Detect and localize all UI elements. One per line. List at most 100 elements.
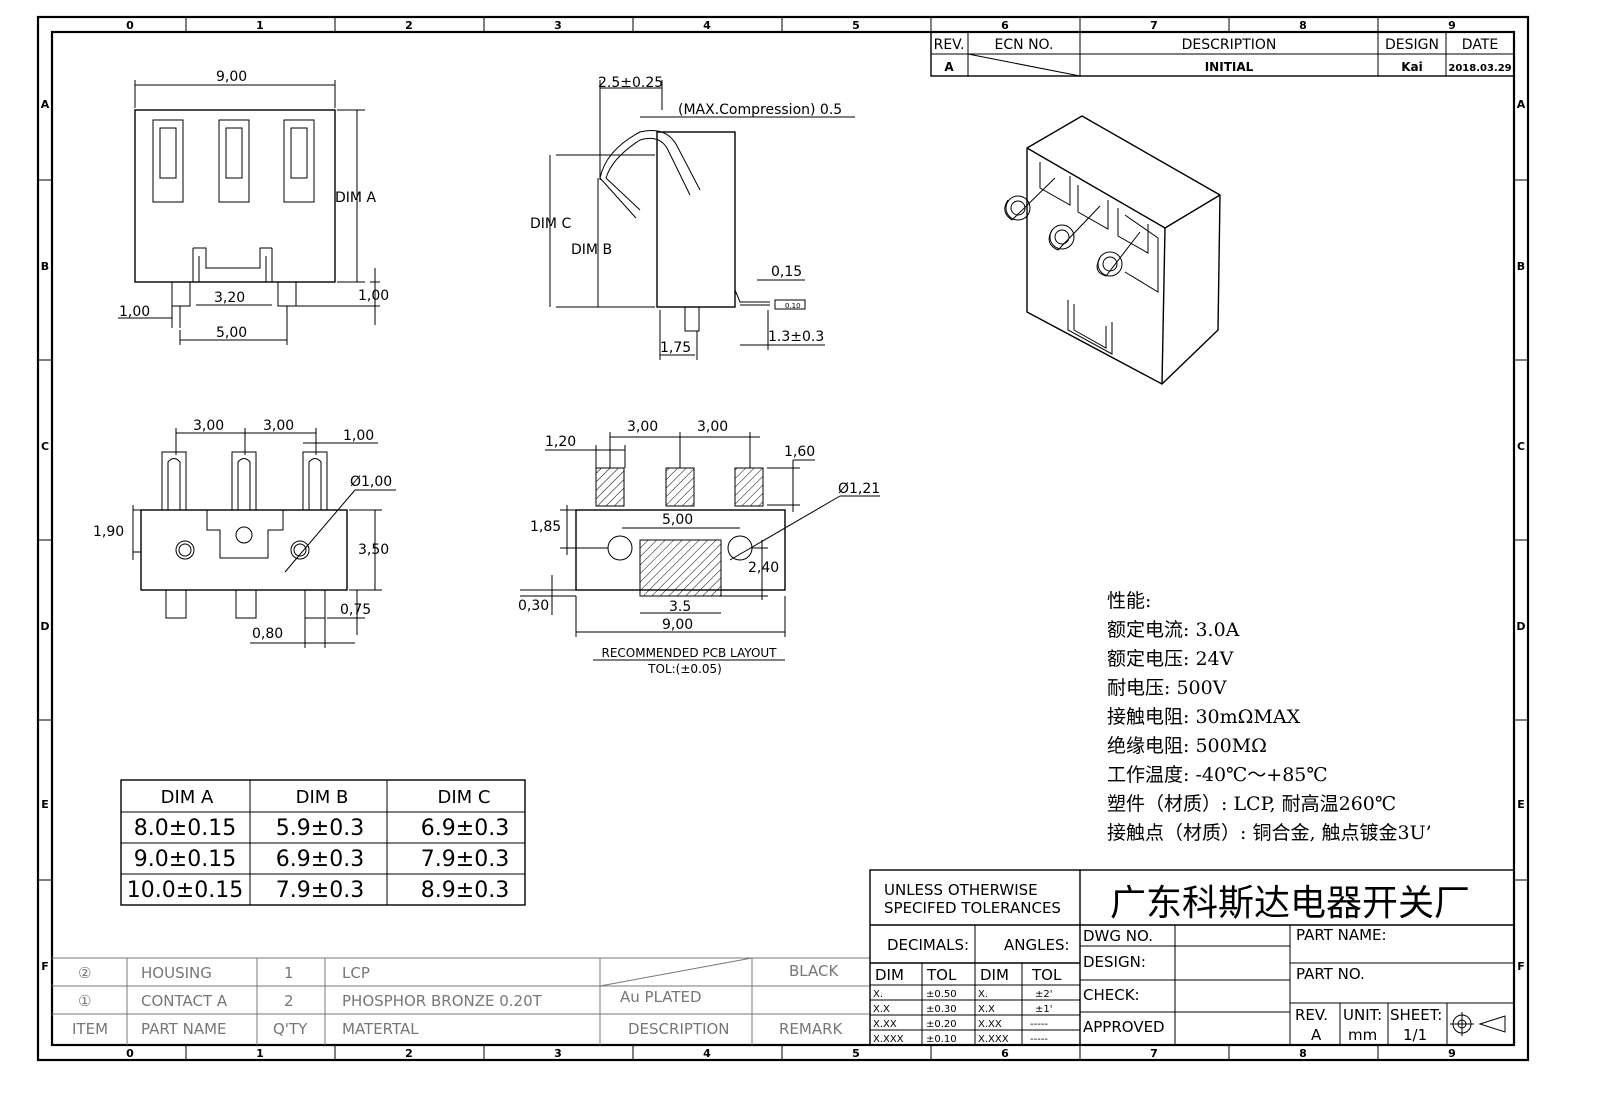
col-label: 2	[405, 19, 413, 32]
tol-col-label: TOL	[926, 966, 957, 984]
col-label: 6	[1001, 1047, 1009, 1060]
unit-value: mm	[1348, 1026, 1377, 1044]
row-label: B	[1517, 260, 1525, 273]
bom-part-name: CONTACT A	[141, 992, 228, 1010]
dwg-no-label: DWG NO.	[1083, 927, 1153, 945]
date-header: DATE	[1462, 37, 1498, 53]
col-label: 4	[703, 1047, 711, 1060]
dim-table-cell: 5.9±0.3	[276, 816, 364, 841]
angle-tol: -----	[1030, 1034, 1048, 1045]
bom-qty: 1	[284, 964, 294, 982]
tolerance-note-1: UNLESS OTHERWISE	[884, 881, 1038, 899]
dim-500: 5,00	[216, 325, 247, 341]
front-view: 9,00 DIM A 3,20 1,00 1,00 5,00	[118, 69, 389, 345]
col-label: 5	[852, 1047, 860, 1060]
dim-phi100: Ø1,00	[350, 474, 392, 490]
part-no-label: PART NO.	[1296, 965, 1365, 983]
dim-320: 3,20	[214, 290, 245, 306]
angle-dim: X.XX	[978, 1019, 1002, 1030]
angle-dim: X.	[978, 989, 988, 1000]
pcb-dim-300-a: 3,00	[627, 419, 658, 435]
dim-table-cell: 7.9±0.3	[276, 878, 364, 903]
dim-table-header: DIM B	[296, 787, 349, 808]
side-view: 2.5±0.25 (MAX.Compression) 0.5 DIM C DIM…	[530, 75, 855, 360]
decimals-label: DECIMALS:	[887, 936, 969, 954]
bom-item: ②	[78, 964, 91, 982]
tol-col-label: TOL	[1031, 966, 1062, 984]
pcb-dim-900: 9,00	[662, 617, 693, 633]
angle-dim: X.X	[978, 1004, 995, 1015]
tolerance-note-2: SPECIFED TOLERANCES	[884, 899, 1061, 917]
pcb-caption: RECOMMENDED PCB LAYOUT	[601, 646, 777, 660]
row-label: F	[1517, 960, 1525, 973]
decimal-dim: X.XX	[873, 1019, 897, 1030]
dim-table-cell: 8.9±0.3	[421, 878, 509, 903]
bom-header-description: DESCRIPTION	[628, 1020, 730, 1038]
dim-a-label: DIM A	[335, 190, 376, 206]
row-label: D	[40, 620, 49, 633]
bom-remark: BLACK	[789, 962, 839, 980]
design-header: DESIGN	[1385, 37, 1439, 53]
sheet-frame: 0 1 2 3 4 5 6 7 8 9 0 1 2 3 4 5 6 7 8 9 …	[36, 15, 1530, 1062]
dim-13: 1.3±0.3	[768, 329, 824, 345]
rev-label: REV.	[1295, 1006, 1328, 1024]
angle-tol: ±2'	[1035, 989, 1053, 1000]
company-name: 广东科斯达电器开关厂	[1110, 883, 1470, 924]
pcb-dim-240: 2,40	[748, 560, 779, 576]
pcb-dim-phi121: Ø1,21	[838, 481, 880, 497]
bom-header-qty: Q'TY	[273, 1020, 308, 1038]
bom-material: PHOSPHOR BRONZE 0.20T	[342, 992, 543, 1010]
rev-value: A	[944, 60, 954, 74]
dim-175: 1,75	[660, 340, 691, 356]
pcb-dim-120: 1,20	[545, 434, 576, 450]
pcb-dim-35: 3.5	[669, 599, 691, 615]
rev-value: A	[1311, 1026, 1322, 1044]
pcb-dim-160: 1,60	[784, 444, 815, 460]
spec-line: 接触电阻: 30mΩMAX	[1107, 706, 1301, 728]
part-name-label: PART NAME:	[1296, 926, 1387, 944]
check-label: CHECK:	[1083, 986, 1140, 1004]
revision-block: REV. ECN NO. DESCRIPTION DESIGN DATE A I…	[930, 31, 1515, 77]
rev-header: REV.	[934, 37, 965, 53]
col-label: 8	[1299, 1047, 1307, 1060]
design-label: DESIGN:	[1083, 953, 1146, 971]
dim-table-cell: 10.0±0.15	[127, 878, 243, 903]
decimal-dim: X.	[873, 989, 883, 1000]
col-label: 3	[554, 19, 562, 32]
col-label: 8	[1299, 19, 1307, 32]
dim-300-a: 3,00	[193, 418, 224, 434]
description-value: INITIAL	[1205, 60, 1254, 74]
sheet-label: SHEET:	[1390, 1006, 1442, 1024]
date-value: 2018.03.29	[1448, 63, 1511, 74]
row-label: D	[1516, 620, 1525, 633]
dim-075: 0,75	[340, 602, 371, 618]
decimal-tol: ±0.50	[926, 989, 957, 1000]
col-label: 4	[703, 19, 711, 32]
bom-header-part-name: PART NAME	[141, 1020, 227, 1038]
title-block: UNLESS OTHERWISE SPECIFED TOLERANCES DEC…	[869, 869, 1515, 1046]
decimal-tol: ±0.10	[926, 1034, 957, 1045]
dim-table-cell: 6.9±0.3	[421, 816, 509, 841]
decimal-dim: X.X	[873, 1004, 890, 1015]
dim-190: 1,90	[93, 524, 124, 540]
specs-title: 性能:	[1107, 590, 1151, 612]
dim-25: 2.5±0.25	[598, 75, 663, 91]
dim-350: 3,50	[358, 542, 389, 558]
pcb-tolerance: TOL:(±0.05)	[647, 662, 722, 676]
dim-100-right: 1,00	[358, 288, 389, 304]
angle-tol: ±1'	[1035, 1004, 1053, 1015]
col-label: 7	[1150, 19, 1158, 32]
projection-symbol-icon	[1450, 1012, 1506, 1036]
bom-material: LCP	[342, 964, 370, 982]
dim-table: DIM A DIM B DIM C 8.0±0.15 5.9±0.3 6.9±0…	[120, 779, 526, 906]
dim-c-label: DIM C	[530, 216, 571, 232]
dim-100-left: 1,00	[119, 304, 150, 320]
description-header: DESCRIPTION	[1182, 37, 1277, 53]
decimal-tol: ±0.30	[926, 1004, 957, 1015]
bom-part-name: HOUSING	[141, 964, 212, 982]
col-label: 7	[1150, 1047, 1158, 1060]
spec-line: 耐电压: 500V	[1107, 677, 1227, 699]
col-label: 6	[1001, 19, 1009, 32]
bom-item: ①	[78, 992, 91, 1010]
